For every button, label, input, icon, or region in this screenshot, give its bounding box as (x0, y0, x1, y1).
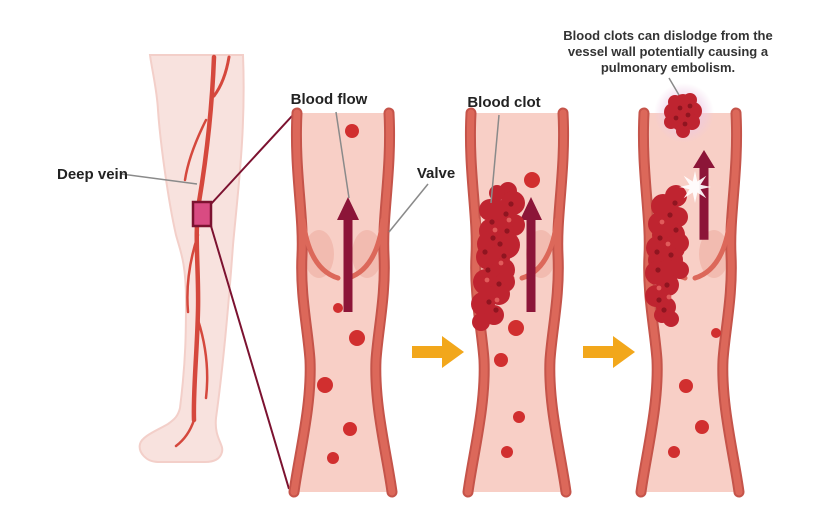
zoom-line-top (210, 115, 293, 205)
blood-clot-label: Blood clot (467, 94, 540, 111)
embolism-note-pointer-line (668, 77, 680, 96)
zoom-line-bottom (210, 225, 290, 490)
deep-vein-label: Deep vein (57, 166, 128, 183)
vessel-panel-clot-dislodging (641, 83, 739, 492)
valve-label: Valve (417, 165, 455, 182)
blood-cells (317, 124, 365, 464)
zoom-connectors (210, 115, 293, 490)
blood-flow-pointer-line (335, 111, 350, 199)
embolism-note: Blood clots can dislodge from the vessel… (563, 28, 773, 96)
blood-clot (645, 185, 689, 327)
blood-cells (494, 172, 540, 458)
embolism-note-line1: Blood clots can dislodge from the (563, 28, 772, 43)
dislodged-embolus (654, 83, 714, 143)
progress-arrow-1 (412, 336, 464, 368)
dislodge-flash (679, 171, 711, 203)
embolism-note-line2: vessel wall potentially causing a (568, 44, 769, 59)
blood-cells (668, 328, 721, 458)
deep-vein-highlight-box (191, 200, 213, 228)
embolism-note-line3: pulmonary embolism. (601, 60, 735, 75)
vessel-panel-normal-flow (294, 113, 392, 492)
progress-arrow-2 (583, 336, 635, 368)
blood-clot (471, 182, 525, 331)
vessel-panel-clot-formed (468, 113, 566, 492)
leg-veins (174, 54, 231, 448)
leg-illustration (138, 54, 245, 463)
deep-vein-pointer-line (120, 173, 198, 185)
valve-pointer-line (388, 183, 429, 233)
blood-clot-pointer-line (490, 114, 500, 204)
blood-flow-label: Blood flow (291, 91, 368, 108)
